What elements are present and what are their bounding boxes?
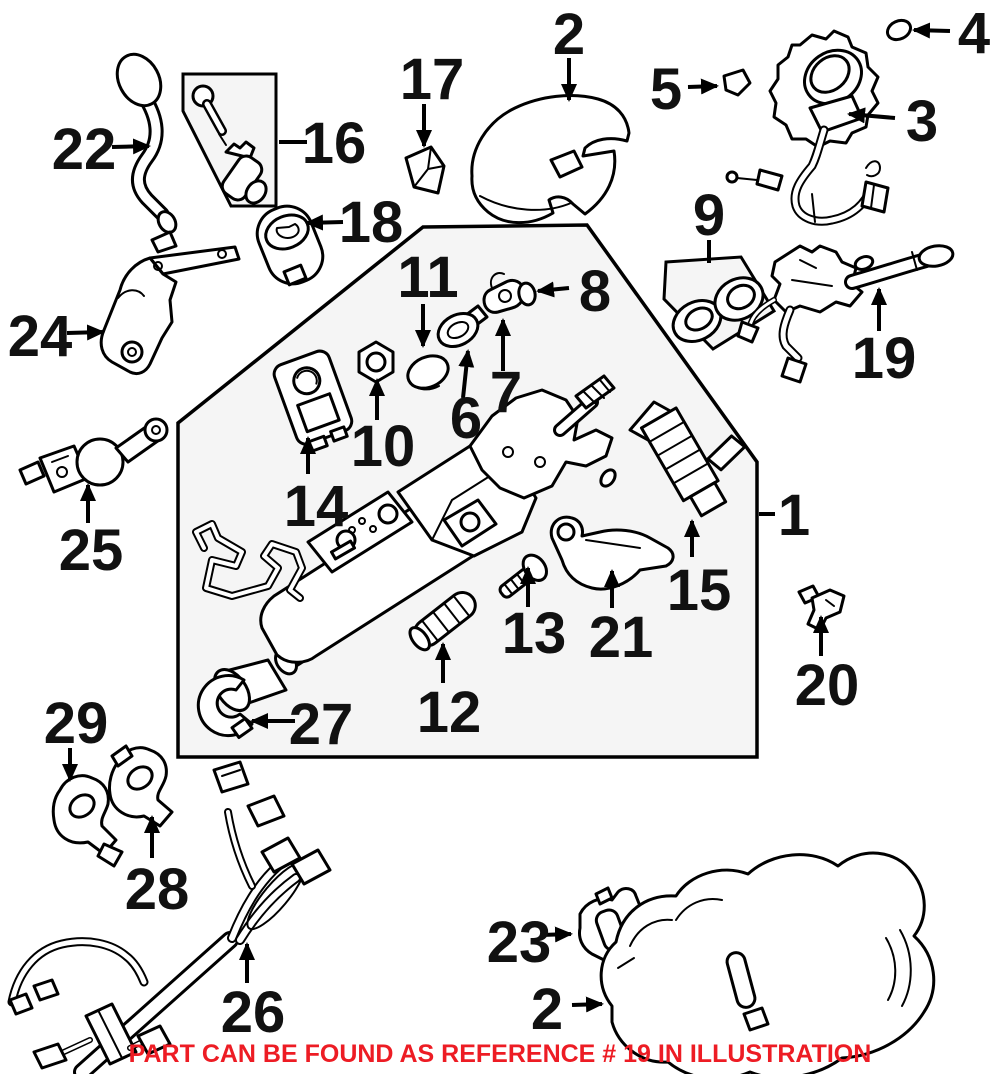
part-hex-nut [357,340,395,384]
part-shear-block [404,145,446,195]
part-absorber-bracket [628,400,747,518]
part-lock-cylinder [255,204,325,287]
callout-label-29: 29 [44,691,109,756]
part-tilt-lever [115,52,178,234]
reference-caption: PART CAN BE FOUND AS REFERENCE # 19 IN I… [129,1040,872,1068]
callout-label-8: 8 [579,259,611,324]
callout-label-9: 9 [693,183,725,248]
part-combination-switch [736,244,955,384]
callout-label-2-top: 2 [553,2,585,67]
part-intermediate-shaft [18,417,169,494]
callout-label-2-bottom: 2 [531,977,563,1042]
callout-label-28: 28 [125,857,190,922]
callout-label-17: 17 [400,47,465,112]
callout-label-16: 16 [302,111,367,176]
part-switch-cylinder [482,272,526,314]
callout-label-23: 23 [487,910,552,975]
callout-label-14: 14 [284,474,349,539]
part-sensor-ring-28 [108,744,174,828]
part-upper-column-cover [470,94,631,225]
callout-label-1: 1 [778,483,810,548]
part-ignition-switch [436,304,489,349]
part-retainer-clip-5 [722,68,752,97]
part-bearing-retainer [196,658,288,740]
callout-label-15: 15 [667,558,732,623]
callout-label-7: 7 [490,360,522,425]
callout-label-25: 25 [59,518,124,583]
part-splined-shaft [408,590,477,652]
callout-label-4: 4 [958,1,990,66]
callout-label-27: 27 [289,692,354,757]
part-grommet-4 [885,18,913,42]
callout-label-18: 18 [339,190,404,255]
part-washer [406,354,450,391]
part-mounting-bracket [99,230,241,376]
callout-label-21: 21 [589,605,654,670]
callout-label-22: 22 [52,117,117,182]
part-wire-guide-bracket [192,520,306,602]
part-steering-column-assembly [259,374,617,676]
callout-label-12: 12 [417,680,482,745]
part-seal-rings [671,276,765,343]
callout-label-3: 3 [906,89,938,154]
part-retaining-ring [517,281,537,307]
callout-label-20: 20 [795,653,860,718]
part-bolt-and-sensor-kit [191,84,268,205]
part-lower-column-cover [599,851,936,1074]
callout-label-5: 5 [650,57,682,122]
callout-label-6: 6 [450,386,482,451]
callout-label-11: 11 [397,245,458,310]
callout-label-24: 24 [8,304,73,369]
part-shift-bracket [549,515,675,591]
part-sensor-ring-29 [51,774,124,868]
callout-arrows [62,22,951,1013]
part-wiring-harness [7,760,332,1074]
part-ignition-housing [272,349,354,453]
callout-label-10: 10 [351,414,416,479]
callout-label-13: 13 [502,601,567,666]
callout-label-19: 19 [852,326,917,391]
callout-label-26: 26 [221,980,286,1045]
part-clockspring-coil [725,29,890,226]
